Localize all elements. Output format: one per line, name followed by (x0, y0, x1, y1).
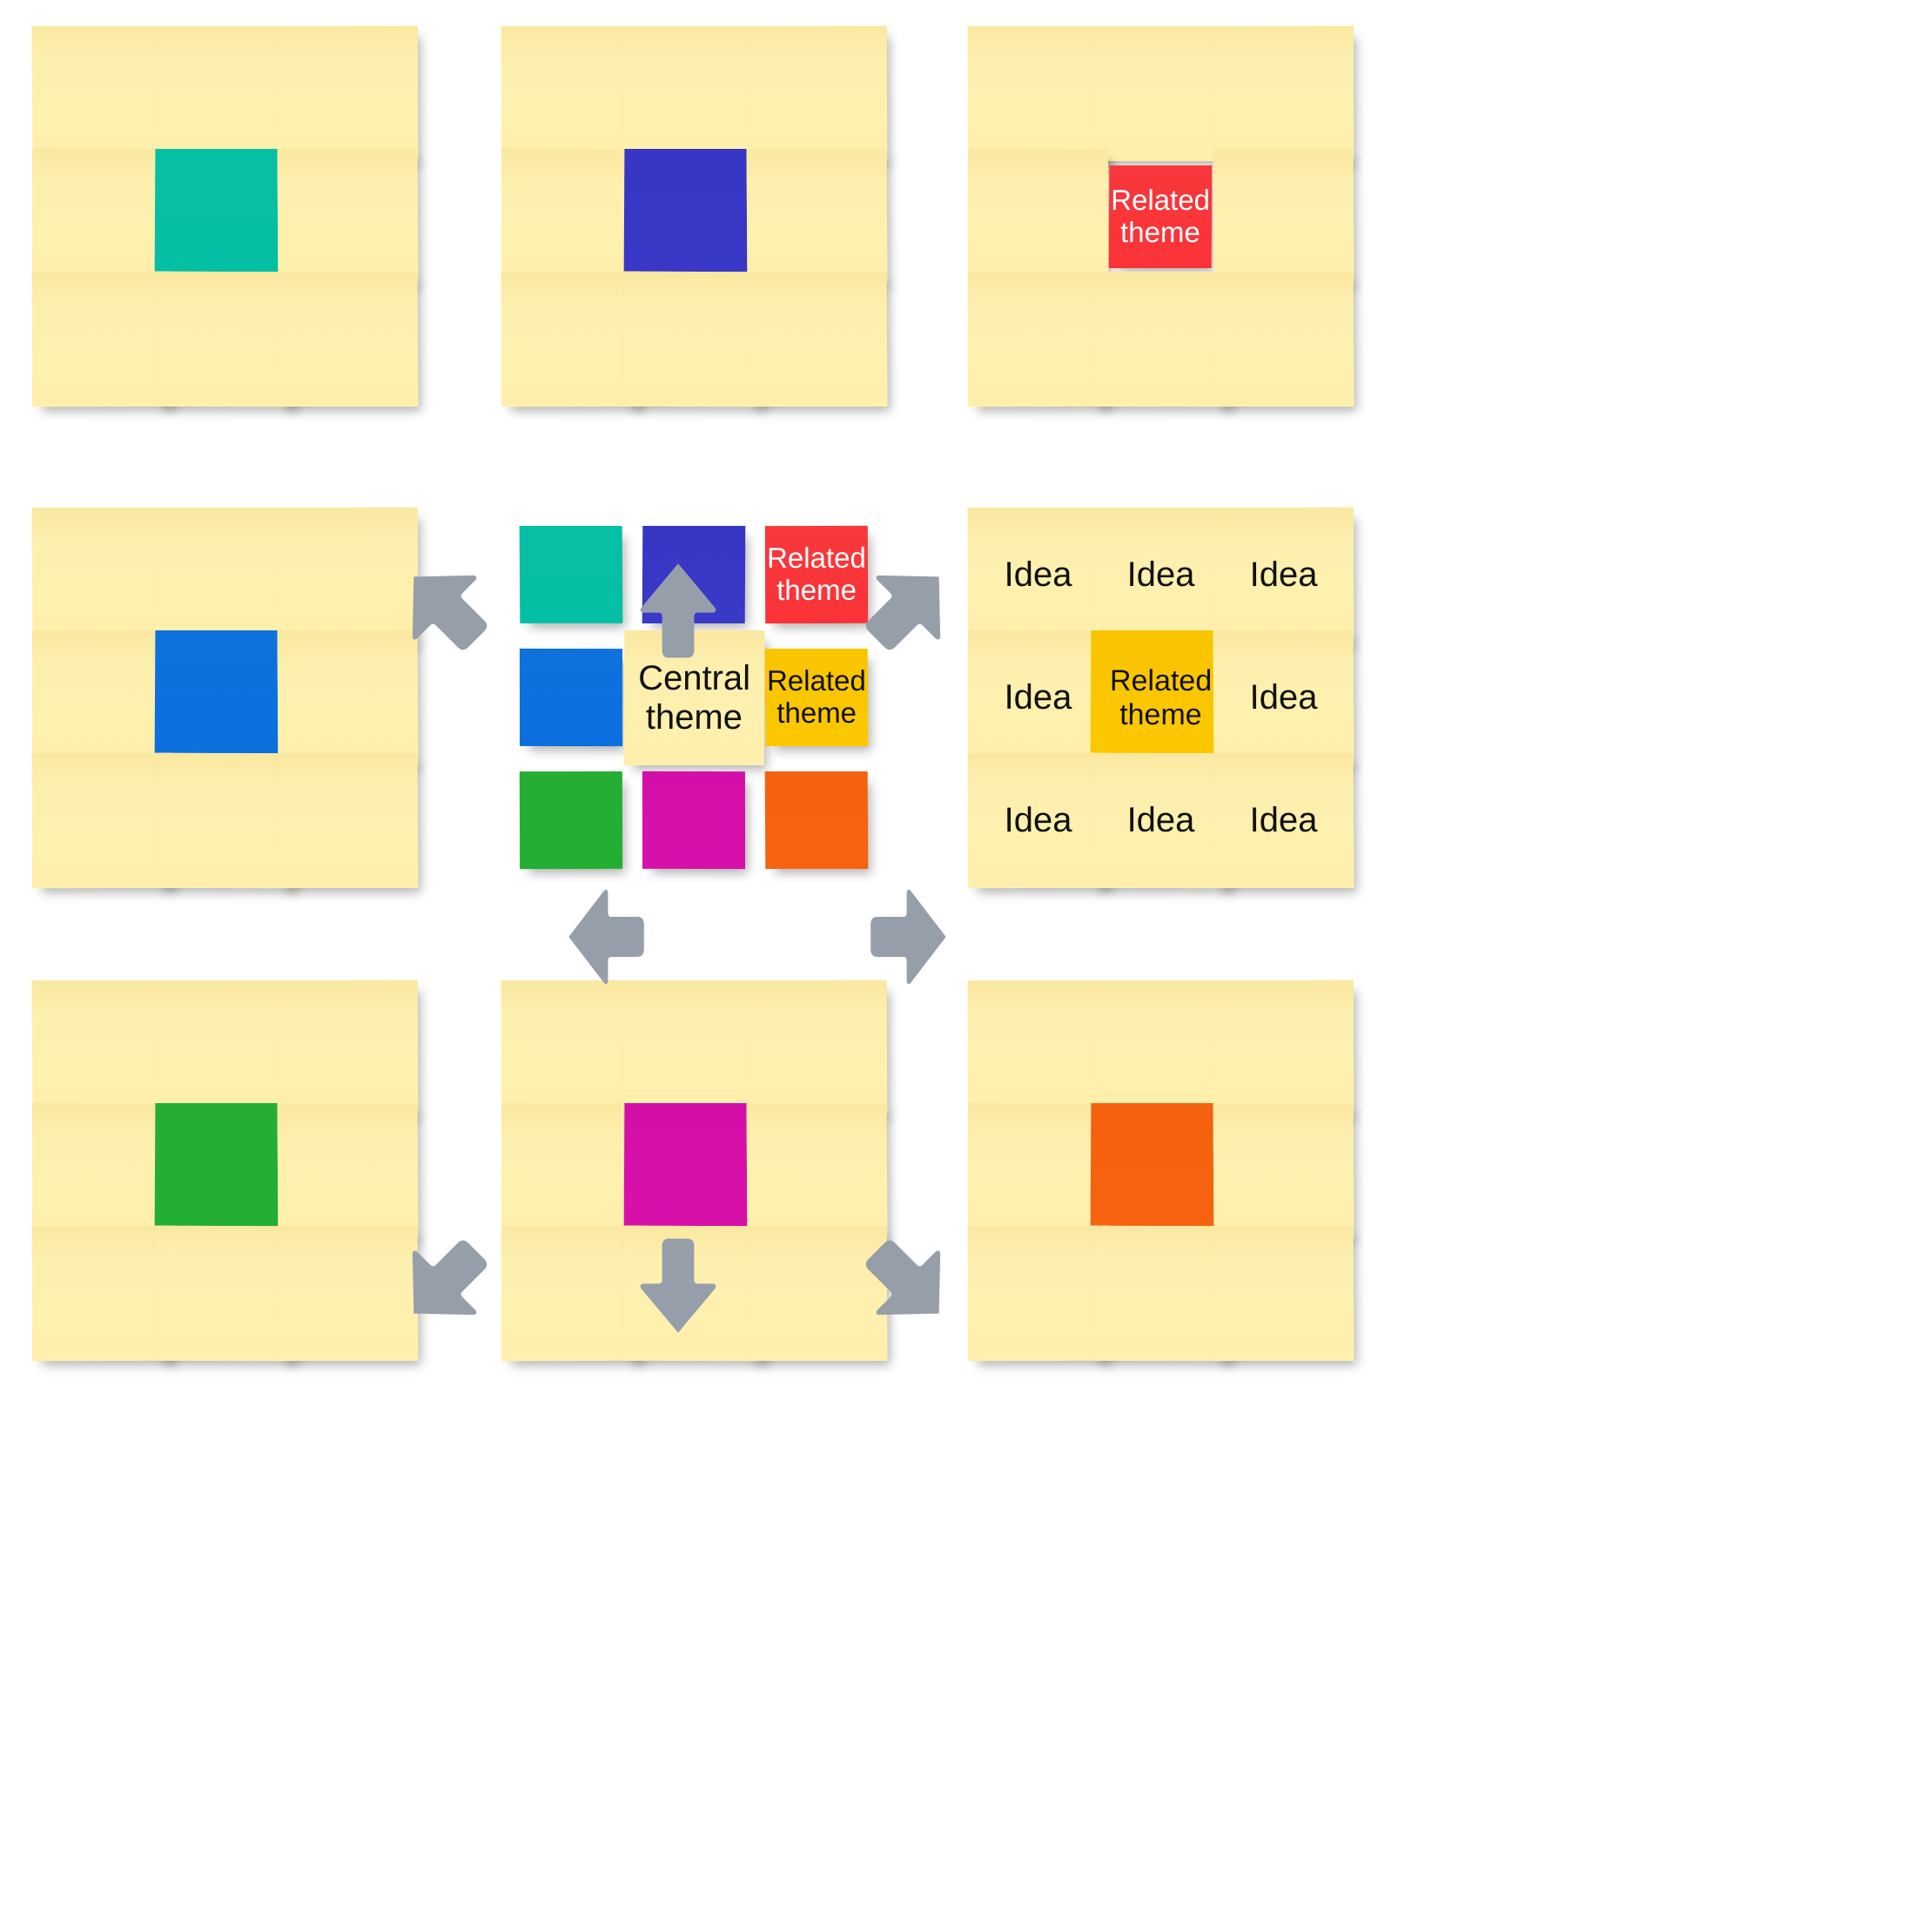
sticky-note[interactable] (501, 148, 642, 285)
arrow-up-icon (638, 562, 718, 662)
sticky-note[interactable] (277, 630, 419, 765)
sticky-note[interactable] (31, 148, 173, 285)
sticky-note[interactable]: Idea (967, 629, 1109, 766)
sticky-note-label: Idea (1004, 555, 1072, 595)
sticky-note[interactable]: Idea (1213, 753, 1354, 888)
sticky-note[interactable] (967, 271, 1109, 407)
sticky-note[interactable] (154, 508, 296, 643)
sticky-note[interactable] (277, 25, 419, 162)
sticky-note[interactable] (1213, 149, 1354, 284)
sticky-note-label: Idea (1249, 678, 1318, 717)
sticky-note-label: Related theme (1111, 184, 1211, 248)
sticky-note[interactable]: Idea (1090, 508, 1232, 643)
sticky-note[interactable] (277, 979, 419, 1116)
sticky-note[interactable] (1090, 980, 1232, 1115)
sticky-note[interactable] (501, 1102, 642, 1239)
sticky-note[interactable] (967, 1225, 1109, 1362)
sticky-note[interactable] (746, 1103, 888, 1238)
sticky-note[interactable]: Idea (1090, 752, 1232, 889)
sticky-note[interactable] (967, 148, 1109, 285)
sticky-note[interactable] (154, 1225, 296, 1362)
sticky-note[interactable] (1090, 26, 1232, 161)
arrow-down-right-icon (841, 1215, 974, 1349)
sticky-note[interactable]: Idea (1213, 630, 1354, 765)
sticky-note[interactable] (154, 980, 296, 1115)
sticky-note-accent[interactable] (623, 149, 765, 284)
sticky-note-accent[interactable]: Related theme (764, 649, 869, 746)
sticky-note[interactable] (501, 271, 642, 407)
sticky-note[interactable] (31, 629, 173, 766)
sticky-note[interactable] (967, 1102, 1109, 1239)
sticky-note[interactable] (277, 272, 419, 407)
sticky-note[interactable] (31, 26, 173, 161)
sticky-note[interactable] (967, 980, 1109, 1115)
sticky-note[interactable] (1213, 1226, 1354, 1361)
sticky-note[interactable] (1090, 271, 1232, 407)
sticky-note[interactable] (154, 271, 296, 407)
sticky-note-accent[interactable] (1090, 1103, 1232, 1238)
sticky-note-label: Idea (1249, 801, 1318, 840)
sticky-note[interactable] (1213, 25, 1354, 162)
sticky-note[interactable] (746, 272, 888, 407)
sticky-note[interactable] (154, 752, 296, 889)
sticky-note-accent[interactable] (642, 771, 746, 870)
sticky-note-label: Related theme (1109, 664, 1213, 731)
arrow-up-right-icon (841, 542, 974, 676)
sticky-note[interactable] (623, 271, 765, 407)
sticky-note[interactable] (967, 26, 1109, 161)
sticky-note-accent[interactable]: Related theme (1108, 165, 1213, 268)
sticky-note-label: Idea (1004, 800, 1072, 840)
sticky-note[interactable] (746, 149, 888, 284)
sticky-note[interactable]: Idea (1213, 507, 1354, 643)
sticky-note[interactable] (623, 980, 765, 1115)
arrow-down-left-icon (380, 1215, 513, 1349)
arrow-right-icon (868, 887, 948, 987)
sticky-note[interactable] (277, 149, 419, 284)
sticky-note-label: Central theme (638, 658, 751, 737)
sticky-note-accent[interactable]: Related theme (1090, 630, 1232, 765)
sticky-note-accent[interactable] (519, 526, 623, 623)
sticky-note[interactable] (31, 1102, 173, 1239)
sticky-note[interactable]: Idea (967, 752, 1109, 889)
sticky-note[interactable] (31, 271, 173, 407)
sticky-note[interactable] (746, 979, 888, 1116)
sticky-note[interactable] (501, 980, 642, 1115)
sticky-note-accent[interactable] (764, 771, 869, 869)
sticky-note[interactable] (1213, 979, 1354, 1116)
sticky-note-label: Idea (1249, 555, 1318, 595)
sticky-note[interactable] (277, 1103, 419, 1238)
sticky-note-accent[interactable] (154, 1103, 296, 1238)
sticky-note-accent[interactable] (519, 648, 623, 747)
sticky-note[interactable] (501, 1225, 642, 1362)
sticky-note[interactable] (746, 25, 888, 162)
arrow-left-icon (568, 887, 648, 987)
sticky-note[interactable] (31, 508, 173, 643)
sticky-note[interactable] (1213, 1103, 1354, 1238)
sticky-note-accent[interactable] (623, 1103, 765, 1238)
sticky-note-accent[interactable] (519, 771, 623, 870)
sticky-note[interactable] (277, 753, 419, 888)
sticky-note[interactable] (623, 26, 765, 161)
sticky-note[interactable] (154, 26, 296, 161)
sticky-note[interactable] (1213, 272, 1354, 407)
sticky-note-label: Related theme (766, 664, 866, 729)
sticky-note-label: Idea (1126, 555, 1195, 595)
arrow-up-left-icon (380, 542, 513, 676)
sticky-note[interactable]: Idea (967, 508, 1109, 643)
sticky-note[interactable] (501, 26, 642, 161)
sticky-note-label: Idea (1126, 800, 1195, 840)
sticky-note[interactable] (1090, 1225, 1232, 1362)
sticky-note-accent[interactable] (154, 149, 296, 284)
sticky-note[interactable] (31, 752, 173, 889)
sticky-note[interactable] (31, 1225, 173, 1362)
sticky-note-accent[interactable] (154, 630, 296, 765)
arrow-down-icon (638, 1235, 718, 1335)
sticky-note[interactable] (31, 980, 173, 1115)
sticky-note-label: Idea (1004, 677, 1072, 717)
